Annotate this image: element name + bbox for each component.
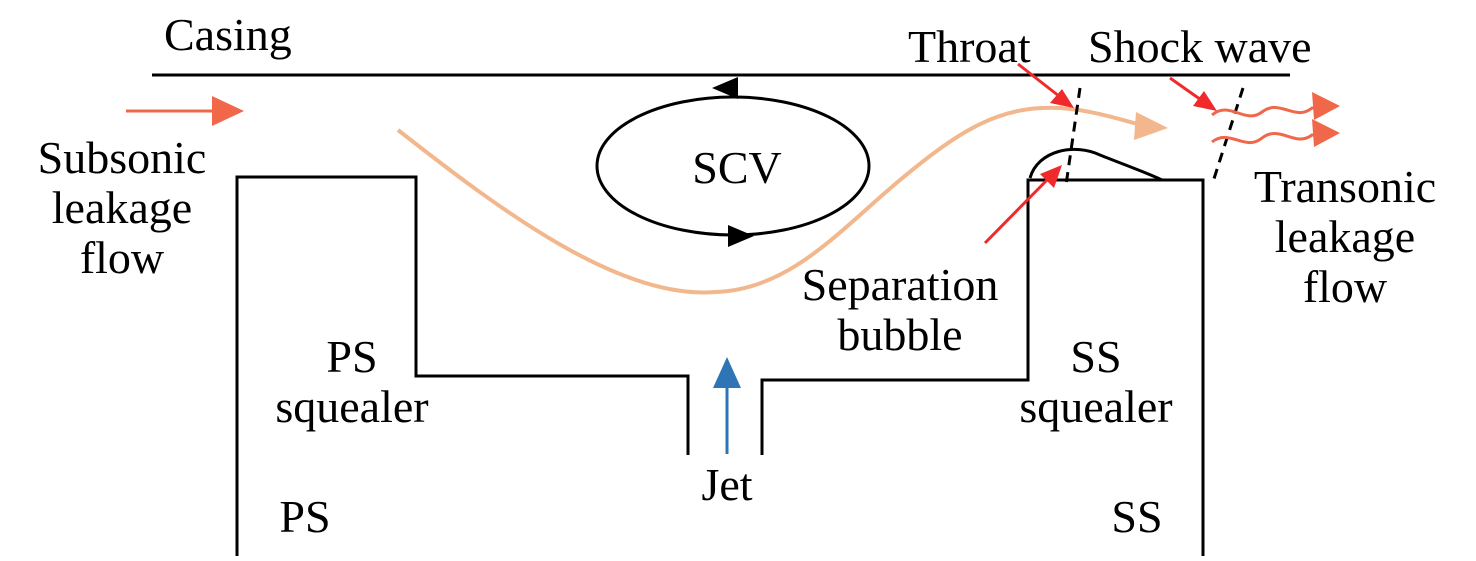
ps-squealer-line-2: squealer	[275, 381, 429, 432]
subsonic-arrowhead	[212, 96, 244, 126]
separation-label-line-1: Separation	[801, 259, 999, 310]
ss-squealer-line-2: squealer	[1019, 381, 1173, 432]
throat-label: Throat	[908, 21, 1031, 72]
blade-tip-outline	[235, 175, 690, 556]
separation-bubble-shape	[1028, 147, 1163, 182]
ss-squealer-label: SS squealer	[1019, 332, 1172, 432]
leakage-flow-path	[396, 105, 1139, 295]
ps-label: PS	[279, 491, 331, 542]
casing-label: Casing	[164, 9, 292, 60]
subsonic-label: Subsonic leakage flow	[38, 133, 207, 283]
shock-pointer-head	[1193, 91, 1217, 111]
scv-arrow-bottom	[728, 225, 754, 247]
scv-arrow-top	[712, 77, 738, 99]
jet-label: Jet	[701, 459, 753, 510]
leakage-flow-arrowhead	[1134, 112, 1168, 140]
transonic-label-line-1: Transonic	[1253, 161, 1437, 212]
ss-squealer-line-1: SS	[1070, 331, 1122, 382]
jet-arrowhead	[713, 357, 741, 388]
transonic-wave-1	[1211, 105, 1318, 118]
separation-pointer	[983, 175, 1052, 245]
throat-pointer-head	[1050, 89, 1074, 108]
transonic-label: Transonic leakage flow	[1254, 162, 1436, 312]
blade-tip-outline-ss	[760, 178, 1205, 556]
transonic-wave-2	[1211, 131, 1318, 145]
ps-squealer-line-1: PS	[326, 331, 378, 382]
scv-label: SCV	[692, 142, 782, 193]
ss-label: SS	[1111, 491, 1163, 542]
ps-squealer-label: PS squealer	[275, 332, 428, 432]
shock-pointer	[1169, 76, 1205, 104]
separation-bubble-label: Separation bubble	[802, 260, 999, 360]
transonic-label-line-3: flow	[1302, 261, 1388, 312]
subsonic-label-line-1: Subsonic	[37, 132, 207, 183]
transonic-arrowhead-1	[1312, 92, 1340, 120]
separation-pointer-head	[1040, 165, 1062, 188]
subsonic-label-line-3: flow	[79, 232, 165, 283]
separation-label-line-2: bubble	[837, 309, 963, 360]
shock-wave-label: Shock wave	[1088, 21, 1312, 72]
throat-pointer	[1017, 62, 1065, 102]
transonic-arrowhead-2	[1312, 119, 1340, 147]
subsonic-label-line-2: leakage	[51, 182, 193, 233]
transonic-label-line-2: leakage	[1274, 211, 1416, 262]
